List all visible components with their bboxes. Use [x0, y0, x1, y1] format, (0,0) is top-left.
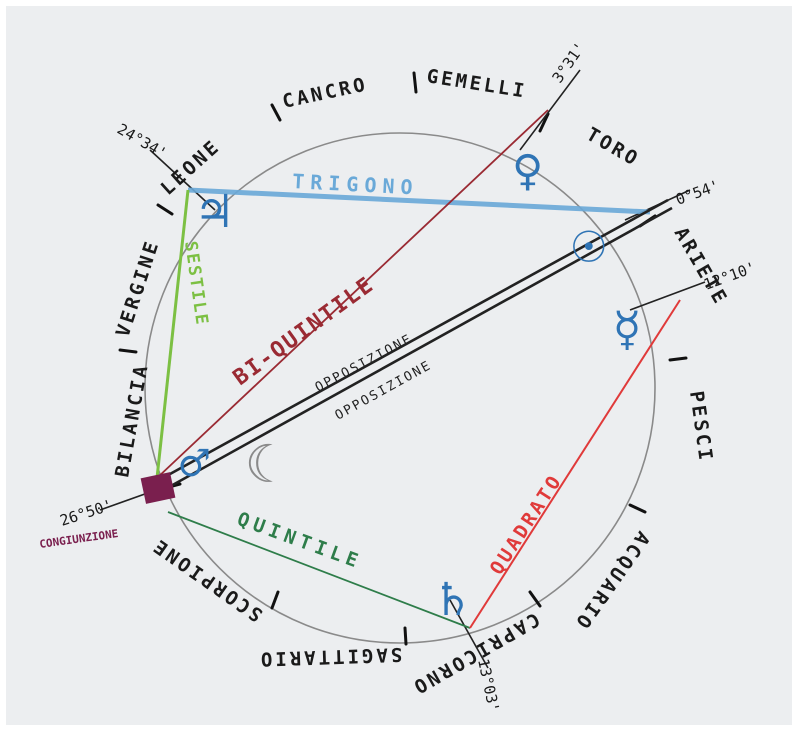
- paper: [6, 6, 792, 725]
- mercury-icon: ☿: [612, 300, 642, 358]
- saturn-icon: ♄: [438, 572, 467, 628]
- divider-tick: [414, 73, 416, 92]
- divider-tick: [405, 628, 406, 644]
- moon-icon: ☾: [245, 435, 276, 495]
- jupiter-icon: ♃: [200, 184, 229, 240]
- divider-tick: [120, 350, 136, 352]
- sun-icon: ☉: [572, 211, 606, 276]
- mars-icon: ♂: [180, 436, 209, 492]
- venus-icon: ♀: [512, 141, 543, 201]
- divider-tick: [670, 358, 686, 360]
